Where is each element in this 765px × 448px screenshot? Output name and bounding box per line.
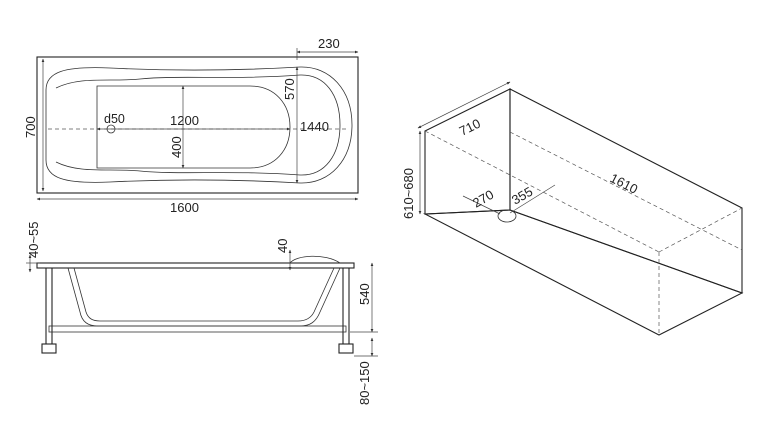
dim-label-570: 570 [282,78,297,100]
dim-label-1440: 1440 [300,119,329,134]
box-front-face [422,209,744,336]
box-view: 710 610~680 1610 270 355 [401,81,744,336]
dim-label-700: 700 [23,116,38,138]
box-left-face [424,88,511,215]
dim-line-710 [417,81,511,129]
tub-side-body [67,267,341,327]
tub-rim [36,262,355,269]
dim-label-40-55: 40~55 [26,221,41,258]
drain-hole-iso [497,209,517,223]
dim-label-1200: 1200 [170,113,199,128]
top-view: 230 700 1200 d50 400 570 1440 1600 [23,36,359,215]
dim-label-400: 400 [169,136,184,158]
tub-rim-wave-bottom [55,124,341,176]
dim-label-230: 230 [318,36,340,51]
tub-inner-basin [96,85,291,169]
dim-label-710: 710 [457,116,483,139]
foot-left [41,343,57,354]
dim-label-1610: 1610 [608,170,641,196]
dim-label-40: 40 [275,239,290,253]
side-view: 40~55 40 540 80~150 [26,221,378,405]
dim-label-drain: d50 [104,112,125,126]
foot-right [338,343,354,354]
dim-label-80-150: 80~150 [357,361,372,405]
frame-crossbar [48,325,347,333]
headrest [289,255,341,264]
top-view-outline [36,56,359,194]
dim-label-355: 355 [509,184,535,208]
tub-outer-contour [45,66,353,184]
tub-rim-wave-top [55,74,341,126]
dim-label-610-680: 610~680 [401,168,416,219]
dim-label-540: 540 [357,283,372,305]
dim-label-270: 270 [470,187,496,211]
dim-label-1600: 1600 [170,200,199,215]
